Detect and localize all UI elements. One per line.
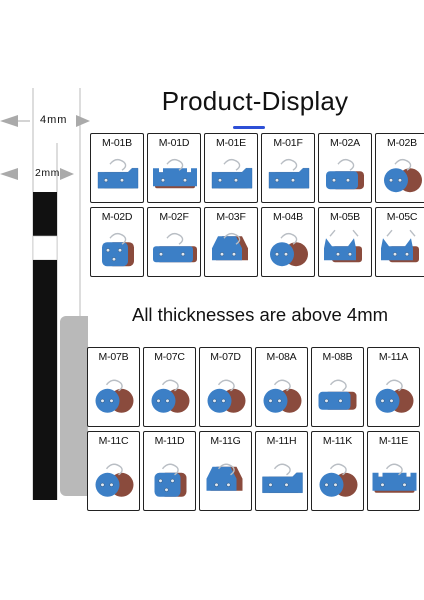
product-code: M-11G	[210, 435, 241, 447]
ruler-label-2mm: 2mm	[35, 167, 60, 179]
product-card[interactable]: M-01B	[90, 133, 144, 203]
product-code: M-02F	[159, 211, 189, 223]
brake-pad-icon	[263, 379, 302, 413]
product-code: M-01E	[216, 137, 246, 149]
product-code: M-07D	[210, 351, 241, 363]
product-card[interactable]: M-02D	[90, 207, 144, 277]
brake-pad-icon	[326, 158, 364, 190]
product-card[interactable]: M-01E	[204, 133, 258, 203]
brake-pad-icon	[153, 158, 197, 189]
brake-pad-icon	[207, 379, 246, 413]
product-card[interactable]: M-11A	[367, 347, 420, 427]
page-title: Product-Display	[161, 86, 349, 116]
product-code: M-04B	[273, 211, 303, 223]
product-card[interactable]: M-02A	[318, 133, 372, 203]
product-card[interactable]: M-03F	[204, 207, 258, 277]
product-code: M-02B	[387, 137, 417, 149]
product-code: M-02D	[101, 211, 133, 223]
product-grid-bottom: M-07B M-07C M-07D M-08A M-08B M-11A M-11…	[87, 347, 420, 511]
brake-pad-icon	[97, 158, 139, 189]
brake-pad-icon	[151, 379, 190, 413]
brake-pad-icon	[212, 232, 248, 261]
brake-pad-icon	[211, 158, 253, 189]
product-card[interactable]: M-01F	[261, 133, 315, 203]
product-code: M-07B	[98, 351, 129, 363]
side-gray-block	[60, 316, 88, 496]
brake-pad-icon	[154, 463, 187, 497]
product-code: M-11D	[154, 435, 185, 447]
brake-pad-icon	[95, 463, 134, 497]
brake-pad-icon	[318, 379, 357, 410]
product-grid-top: M-01B M-01D M-01E M-01F M-02A M-02B M-02…	[90, 133, 424, 277]
brake-pad-icon	[270, 232, 308, 267]
product-card[interactable]: M-11E	[367, 431, 420, 511]
product-card[interactable]: M-02F	[147, 207, 201, 277]
product-card[interactable]: M-04B	[261, 207, 315, 277]
brake-pad-icon	[95, 379, 134, 413]
product-code: M-11E	[378, 435, 409, 447]
brake-pad-icon	[206, 463, 243, 491]
product-code: M-02A	[330, 137, 360, 149]
product-code: M-11H	[266, 435, 297, 447]
brake-pad-icon	[324, 229, 362, 263]
thickness-caption: All thicknesses are above 4mm	[131, 304, 389, 325]
product-code: M-08B	[322, 351, 353, 363]
product-card[interactable]: M-11C	[87, 431, 140, 511]
product-card[interactable]: M-07C	[143, 347, 196, 427]
product-card[interactable]: M-02B	[375, 133, 424, 203]
product-card[interactable]: M-11D	[143, 431, 196, 511]
product-card[interactable]: M-05C	[375, 207, 424, 277]
brake-pad-icon	[319, 463, 358, 497]
product-code: M-05C	[386, 211, 418, 223]
thickness-ruler	[0, 88, 90, 500]
product-code: M-08A	[266, 351, 297, 363]
product-code: M-01B	[102, 137, 132, 149]
product-code: M-03F	[216, 211, 246, 223]
product-card[interactable]: M-08B	[311, 347, 364, 427]
product-code: M-05B	[330, 211, 360, 223]
brake-pad-icon	[262, 463, 303, 493]
brake-pad-icon	[375, 379, 414, 413]
product-card[interactable]: M-07D	[199, 347, 252, 427]
brake-pad-icon	[381, 229, 419, 263]
brake-pad-icon	[384, 158, 422, 193]
product-code: M-11A	[378, 351, 409, 363]
product-card[interactable]: M-08A	[255, 347, 308, 427]
product-card[interactable]: M-11G	[199, 431, 252, 511]
brake-pad-icon	[268, 158, 310, 189]
product-code: M-11C	[98, 435, 129, 447]
product-code: M-01F	[273, 137, 303, 149]
product-card[interactable]: M-05B	[318, 207, 372, 277]
product-code: M-11K	[322, 435, 353, 447]
brake-pad-icon	[372, 463, 417, 493]
product-code: M-07C	[154, 351, 185, 363]
product-card[interactable]: M-11K	[311, 431, 364, 511]
brake-pad-icon	[102, 232, 134, 267]
ruler-label-4mm: 4mm	[40, 114, 68, 126]
product-card[interactable]: M-01D	[147, 133, 201, 203]
product-code: M-01D	[158, 137, 190, 149]
product-card[interactable]: M-07B	[87, 347, 140, 427]
brake-pad-icon	[153, 232, 197, 263]
product-card[interactable]: M-11H	[255, 431, 308, 511]
title-underline	[233, 126, 265, 129]
